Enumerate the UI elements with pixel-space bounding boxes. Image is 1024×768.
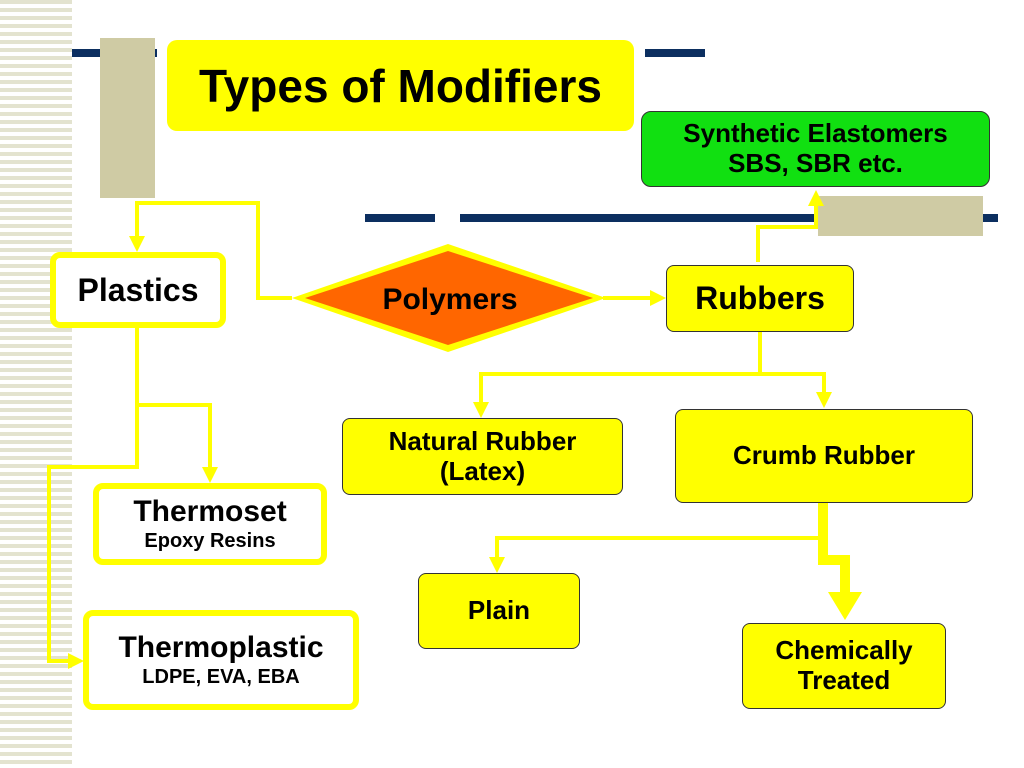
thermoset-label: Thermoset (133, 495, 287, 529)
connector-rubbers-synthetic (756, 190, 824, 262)
rubbers-box: Rubbers (666, 265, 854, 332)
polymers-label: Polymers (382, 283, 518, 316)
connector-rubbers-natural (473, 330, 762, 418)
connector-polymers-plastics (129, 201, 292, 300)
natural-rubber-box: Natural Rubber (Latex) (342, 418, 623, 495)
connector-rubbers-crumb (760, 372, 832, 408)
natural-rubber-line1: Natural Rubber (388, 425, 577, 456)
page-title: Types of Modifiers (167, 40, 634, 131)
plain-label: Plain (467, 595, 531, 626)
mid-bar-right (460, 214, 998, 222)
connector-plastics-thermoset (135, 325, 218, 483)
synthetic-line2: SBS, SBR etc. (728, 148, 903, 178)
rubbers-label: Rubbers (695, 280, 825, 317)
thermoplastic-box: Thermoplastic LDPE, EVA, EBA (83, 610, 359, 710)
connector-plastics-thermoplastic (47, 405, 139, 669)
chemically-treated-line2: Treated (797, 665, 891, 695)
synthetic-line1: Synthetic Elastomers (683, 118, 948, 149)
plain-box: Plain (418, 573, 580, 649)
synthetic-elastomers-box: Synthetic Elastomers SBS, SBR etc. (641, 111, 990, 187)
thermoplastic-label: Thermoplastic (118, 631, 324, 665)
arrowhead-chemical (828, 592, 862, 620)
plastics-box: Plastics (50, 252, 226, 328)
thermoset-box: Thermoset Epoxy Resins (93, 483, 327, 565)
tan-block-right (818, 196, 983, 236)
crumb-rubber-label: Crumb Rubber (733, 440, 915, 471)
tan-block-left (100, 38, 155, 198)
natural-rubber-line2: (Latex) (439, 455, 526, 486)
crumb-rubber-box: Crumb Rubber (675, 409, 973, 503)
chemically-treated-box: Chemically Treated (742, 623, 946, 709)
top-bar-right (645, 49, 705, 57)
polymers-diamond (305, 251, 593, 345)
thermoset-sub: Epoxy Resins (144, 529, 276, 552)
connector-crumb-chemical (818, 502, 850, 594)
connector-crumb-plain (489, 502, 825, 573)
plastics-label: Plastics (77, 271, 199, 308)
thermoplastic-sub: LDPE, EVA, EBA (142, 665, 300, 688)
decorative-stripes (0, 0, 72, 768)
chemically-treated-line1: Chemically (775, 635, 913, 666)
mid-bar-left (365, 214, 435, 222)
